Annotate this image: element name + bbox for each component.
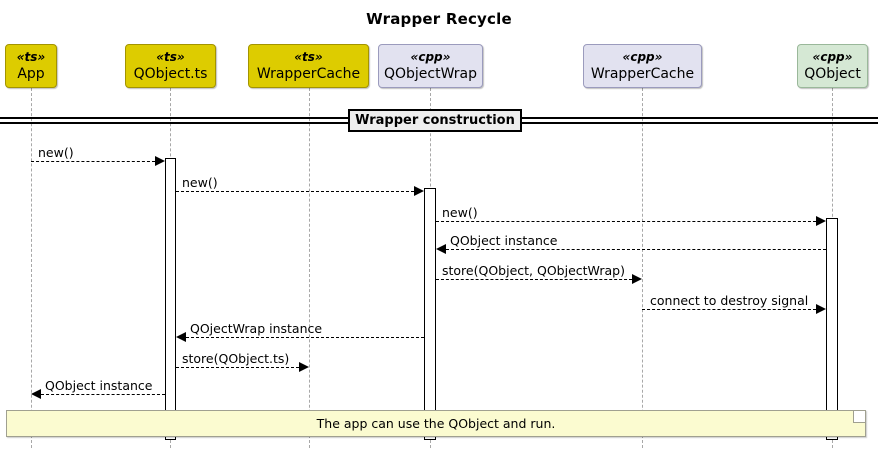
participant-qobject-cpp[interactable]: «cpp» QObject	[797, 44, 868, 88]
participant-qobject-ts[interactable]: «ts» QObject.ts	[125, 44, 216, 88]
message-label: store(QObject.ts)	[182, 351, 290, 366]
participant-name: QObject	[804, 65, 861, 82]
message-label: QOjectWrap instance	[190, 321, 323, 336]
message-arrowhead-right	[155, 156, 165, 166]
note-box: The app can use the QObject and run.	[6, 410, 866, 437]
message-line	[642, 309, 816, 310]
message-arrowhead-right	[816, 216, 826, 226]
message-line	[436, 279, 632, 280]
message-arrowhead-right	[632, 274, 642, 284]
message-line	[31, 161, 155, 162]
message-label: store(QObject, QObjectWrap)	[442, 263, 625, 278]
message-line	[176, 367, 299, 368]
message-arrowhead-left	[176, 332, 186, 342]
participant-stereotype: «ts»	[156, 49, 185, 64]
activation-qobject-ts	[165, 158, 176, 440]
participant-name: WrapperCache	[256, 65, 361, 82]
lifeline-wrappercache-ts	[309, 88, 310, 448]
message-arrowhead-right	[299, 362, 309, 372]
message-line	[436, 221, 816, 222]
participant-stereotype: «cpp»	[812, 49, 853, 64]
participant-stereotype: «cpp»	[410, 49, 451, 64]
message-arrowhead-left	[436, 244, 446, 254]
participant-app[interactable]: «ts» App	[5, 44, 57, 88]
participant-name: WrapperCache	[590, 65, 695, 82]
message-label: QObject instance	[450, 233, 558, 248]
activation-qobjectwrap	[424, 188, 436, 440]
activation-qobject-cpp	[826, 218, 838, 440]
message-label: connect to destroy signal	[650, 293, 809, 308]
message-line	[446, 249, 826, 250]
message-label: new()	[38, 145, 74, 160]
participant-stereotype: «cpp»	[622, 49, 663, 64]
message-arrowhead-right	[816, 304, 826, 314]
participant-stereotype: «ts»	[294, 49, 323, 64]
page-title: Wrapper Recycle	[366, 10, 512, 28]
participant-wrappercache-ts[interactable]: «ts» WrapperCache	[248, 44, 369, 88]
note-text: The app can use the QObject and run.	[316, 416, 556, 431]
message-label: new()	[442, 205, 478, 220]
participant-name: QObjectWrap	[383, 65, 478, 82]
lifeline-wrappercache-cpp	[642, 88, 643, 448]
message-line	[186, 337, 424, 338]
lifeline-app	[31, 88, 32, 448]
message-arrowhead-left	[31, 389, 41, 399]
message-label: QObject instance	[45, 378, 153, 393]
message-arrowhead-right	[414, 186, 424, 196]
participant-qobjectwrap[interactable]: «cpp» QObjectWrap	[378, 44, 483, 88]
participant-name: App	[17, 65, 45, 82]
divider-label: Wrapper construction	[348, 109, 522, 132]
note-fold-corner	[853, 411, 865, 423]
message-line	[41, 394, 165, 395]
message-label: new()	[182, 175, 218, 190]
message-line	[176, 191, 414, 192]
participant-stereotype: «ts»	[16, 49, 46, 64]
participant-name: QObject.ts	[133, 65, 208, 82]
participant-wrappercache-cpp[interactable]: «cpp» WrapperCache	[583, 44, 702, 88]
